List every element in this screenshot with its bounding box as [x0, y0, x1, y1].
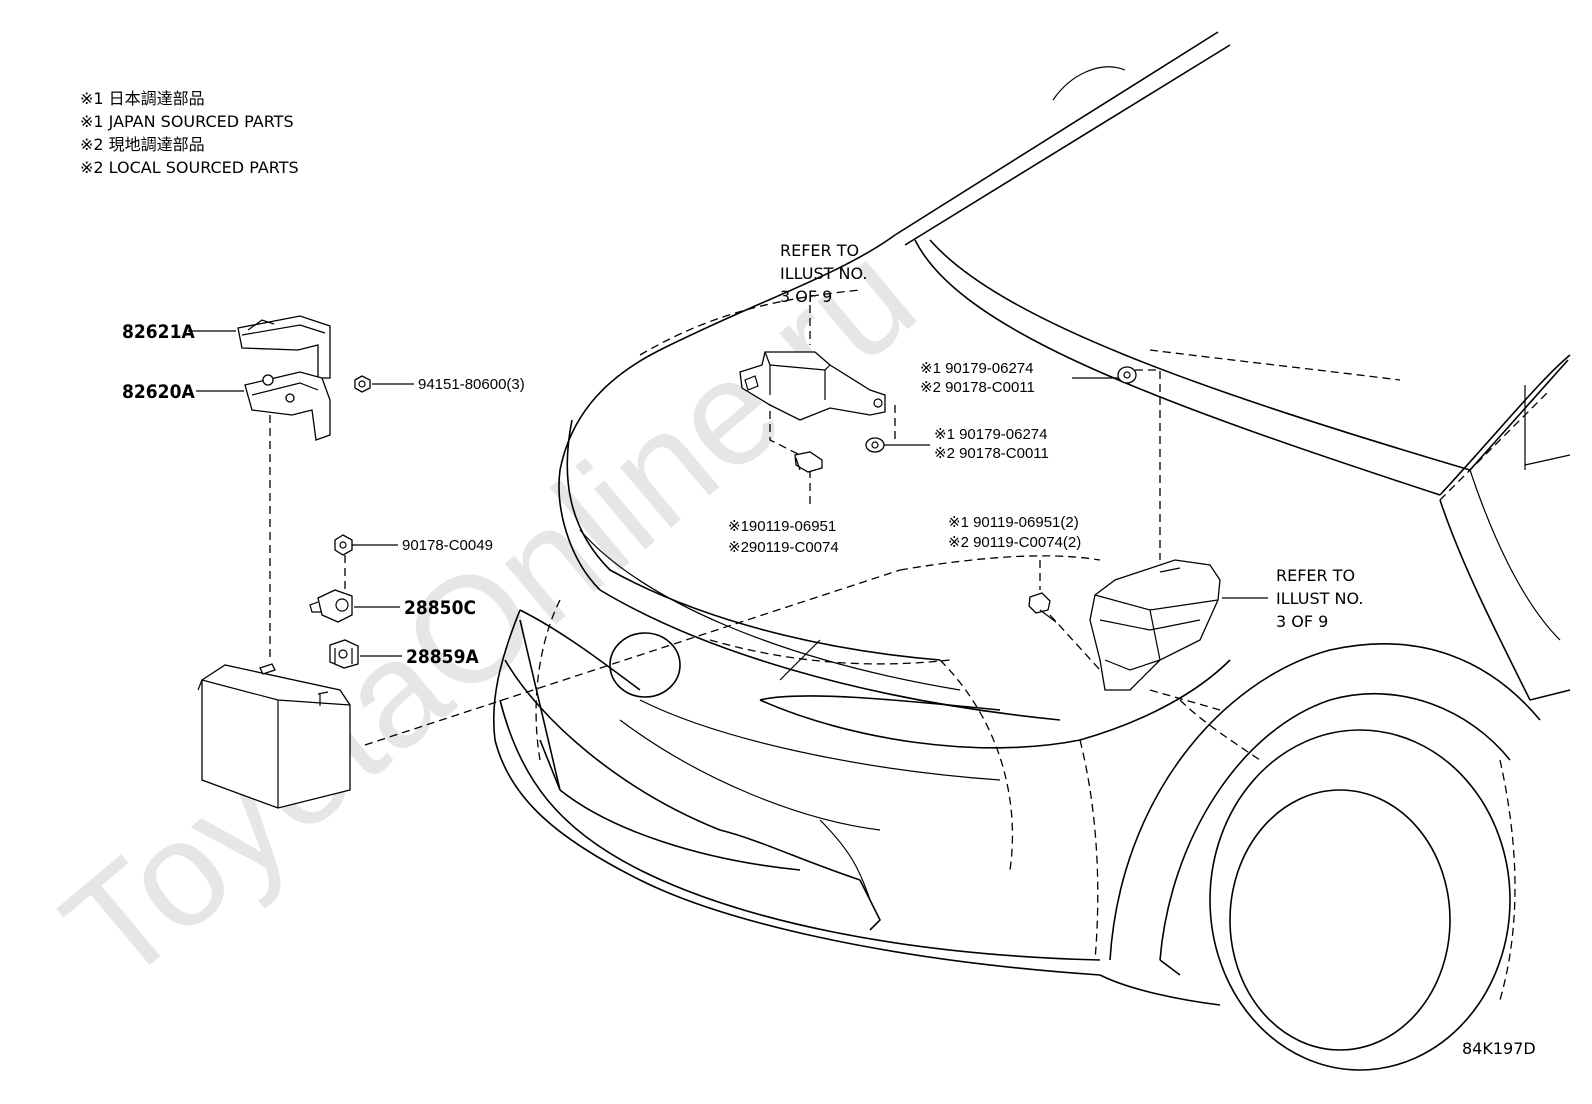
- note-line-3: ※2 現地調達部品: [80, 135, 205, 154]
- part-94151-nut: [354, 375, 371, 393]
- refer-right-line-2: ILLUST NO.: [1276, 589, 1363, 608]
- leader-dashes: [269, 289, 1551, 1001]
- label-right-nut-1[interactable]: ※1 90179-06274: [920, 360, 1034, 377]
- label-mid-nut-2[interactable]: ※2 90178-C0011: [934, 445, 1049, 462]
- part-ecu-nut: [865, 437, 885, 453]
- label-box-bolt-1[interactable]: ※1 90119-06951(2): [948, 514, 1079, 531]
- label-mid-nut-1[interactable]: ※1 90179-06274: [934, 426, 1048, 443]
- label-box-bolt-2[interactable]: ※2 90119-C0074(2): [948, 534, 1081, 551]
- leader-lines: [188, 330, 1268, 657]
- note-line-4: ※2 LOCAL SOURCED PARTS: [80, 158, 299, 177]
- label-right-nut-2[interactable]: ※2 90178-C0011: [920, 379, 1035, 396]
- notes: ※1 日本調達部品 ※1 JAPAN SOURCED PARTS ※2 現地調達…: [80, 89, 299, 177]
- note-line-1: ※1 日本調達部品: [80, 89, 205, 108]
- refer-top-line-1: REFER TO: [780, 241, 859, 260]
- part-fusebox-nut: [1117, 366, 1137, 384]
- label-bolt-1[interactable]: ※190119-06951: [728, 518, 836, 535]
- refer-top-line-3: 3 OF 9: [780, 287, 832, 306]
- emblem-icon: [609, 632, 681, 698]
- label-90178-C0049[interactable]: 90178-C0049: [402, 537, 493, 554]
- part-numbers: 82621A 82620A 94151-80600(3) 90178-C0049…: [122, 321, 1081, 668]
- label-82620A[interactable]: 82620A: [122, 381, 195, 403]
- refer-right-line-1: REFER TO: [1276, 566, 1355, 585]
- part-fusebox-bolt: [1028, 592, 1057, 623]
- label-94151-80600[interactable]: 94151-80600(3): [418, 376, 525, 393]
- part-relay-box: [1089, 559, 1221, 691]
- part-82621A-cover: [237, 315, 331, 379]
- refer-top-line-2: ILLUST NO.: [780, 264, 867, 283]
- note-line-2: ※1 JAPAN SOURCED PARTS: [80, 112, 294, 131]
- label-28850C[interactable]: 28850C: [404, 597, 476, 619]
- label-82621A[interactable]: 82621A: [122, 321, 195, 343]
- part-28859A-clamp: [329, 639, 359, 669]
- refer-top: REFER TO ILLUST NO. 3 OF 9: [780, 241, 867, 306]
- tire-icon: [1209, 729, 1511, 1071]
- refer-right: REFER TO ILLUST NO. 3 OF 9: [1276, 566, 1363, 631]
- part-battery: [197, 663, 351, 809]
- part-28850C-sensor: [309, 589, 353, 623]
- part-90178-C0049-nut: [334, 534, 353, 556]
- part-ecu-bolt: [794, 451, 823, 473]
- car-body-outline: [492, 31, 1571, 1071]
- part-82620A-bracket: [244, 371, 331, 441]
- part-ecu-module: [739, 351, 886, 421]
- refer-right-line-3: 3 OF 9: [1276, 612, 1328, 631]
- label-28859A[interactable]: 28859A: [406, 646, 479, 668]
- illustration-code: 84K197D: [1462, 1039, 1536, 1058]
- label-bolt-2[interactable]: ※290119-C0074: [728, 539, 839, 556]
